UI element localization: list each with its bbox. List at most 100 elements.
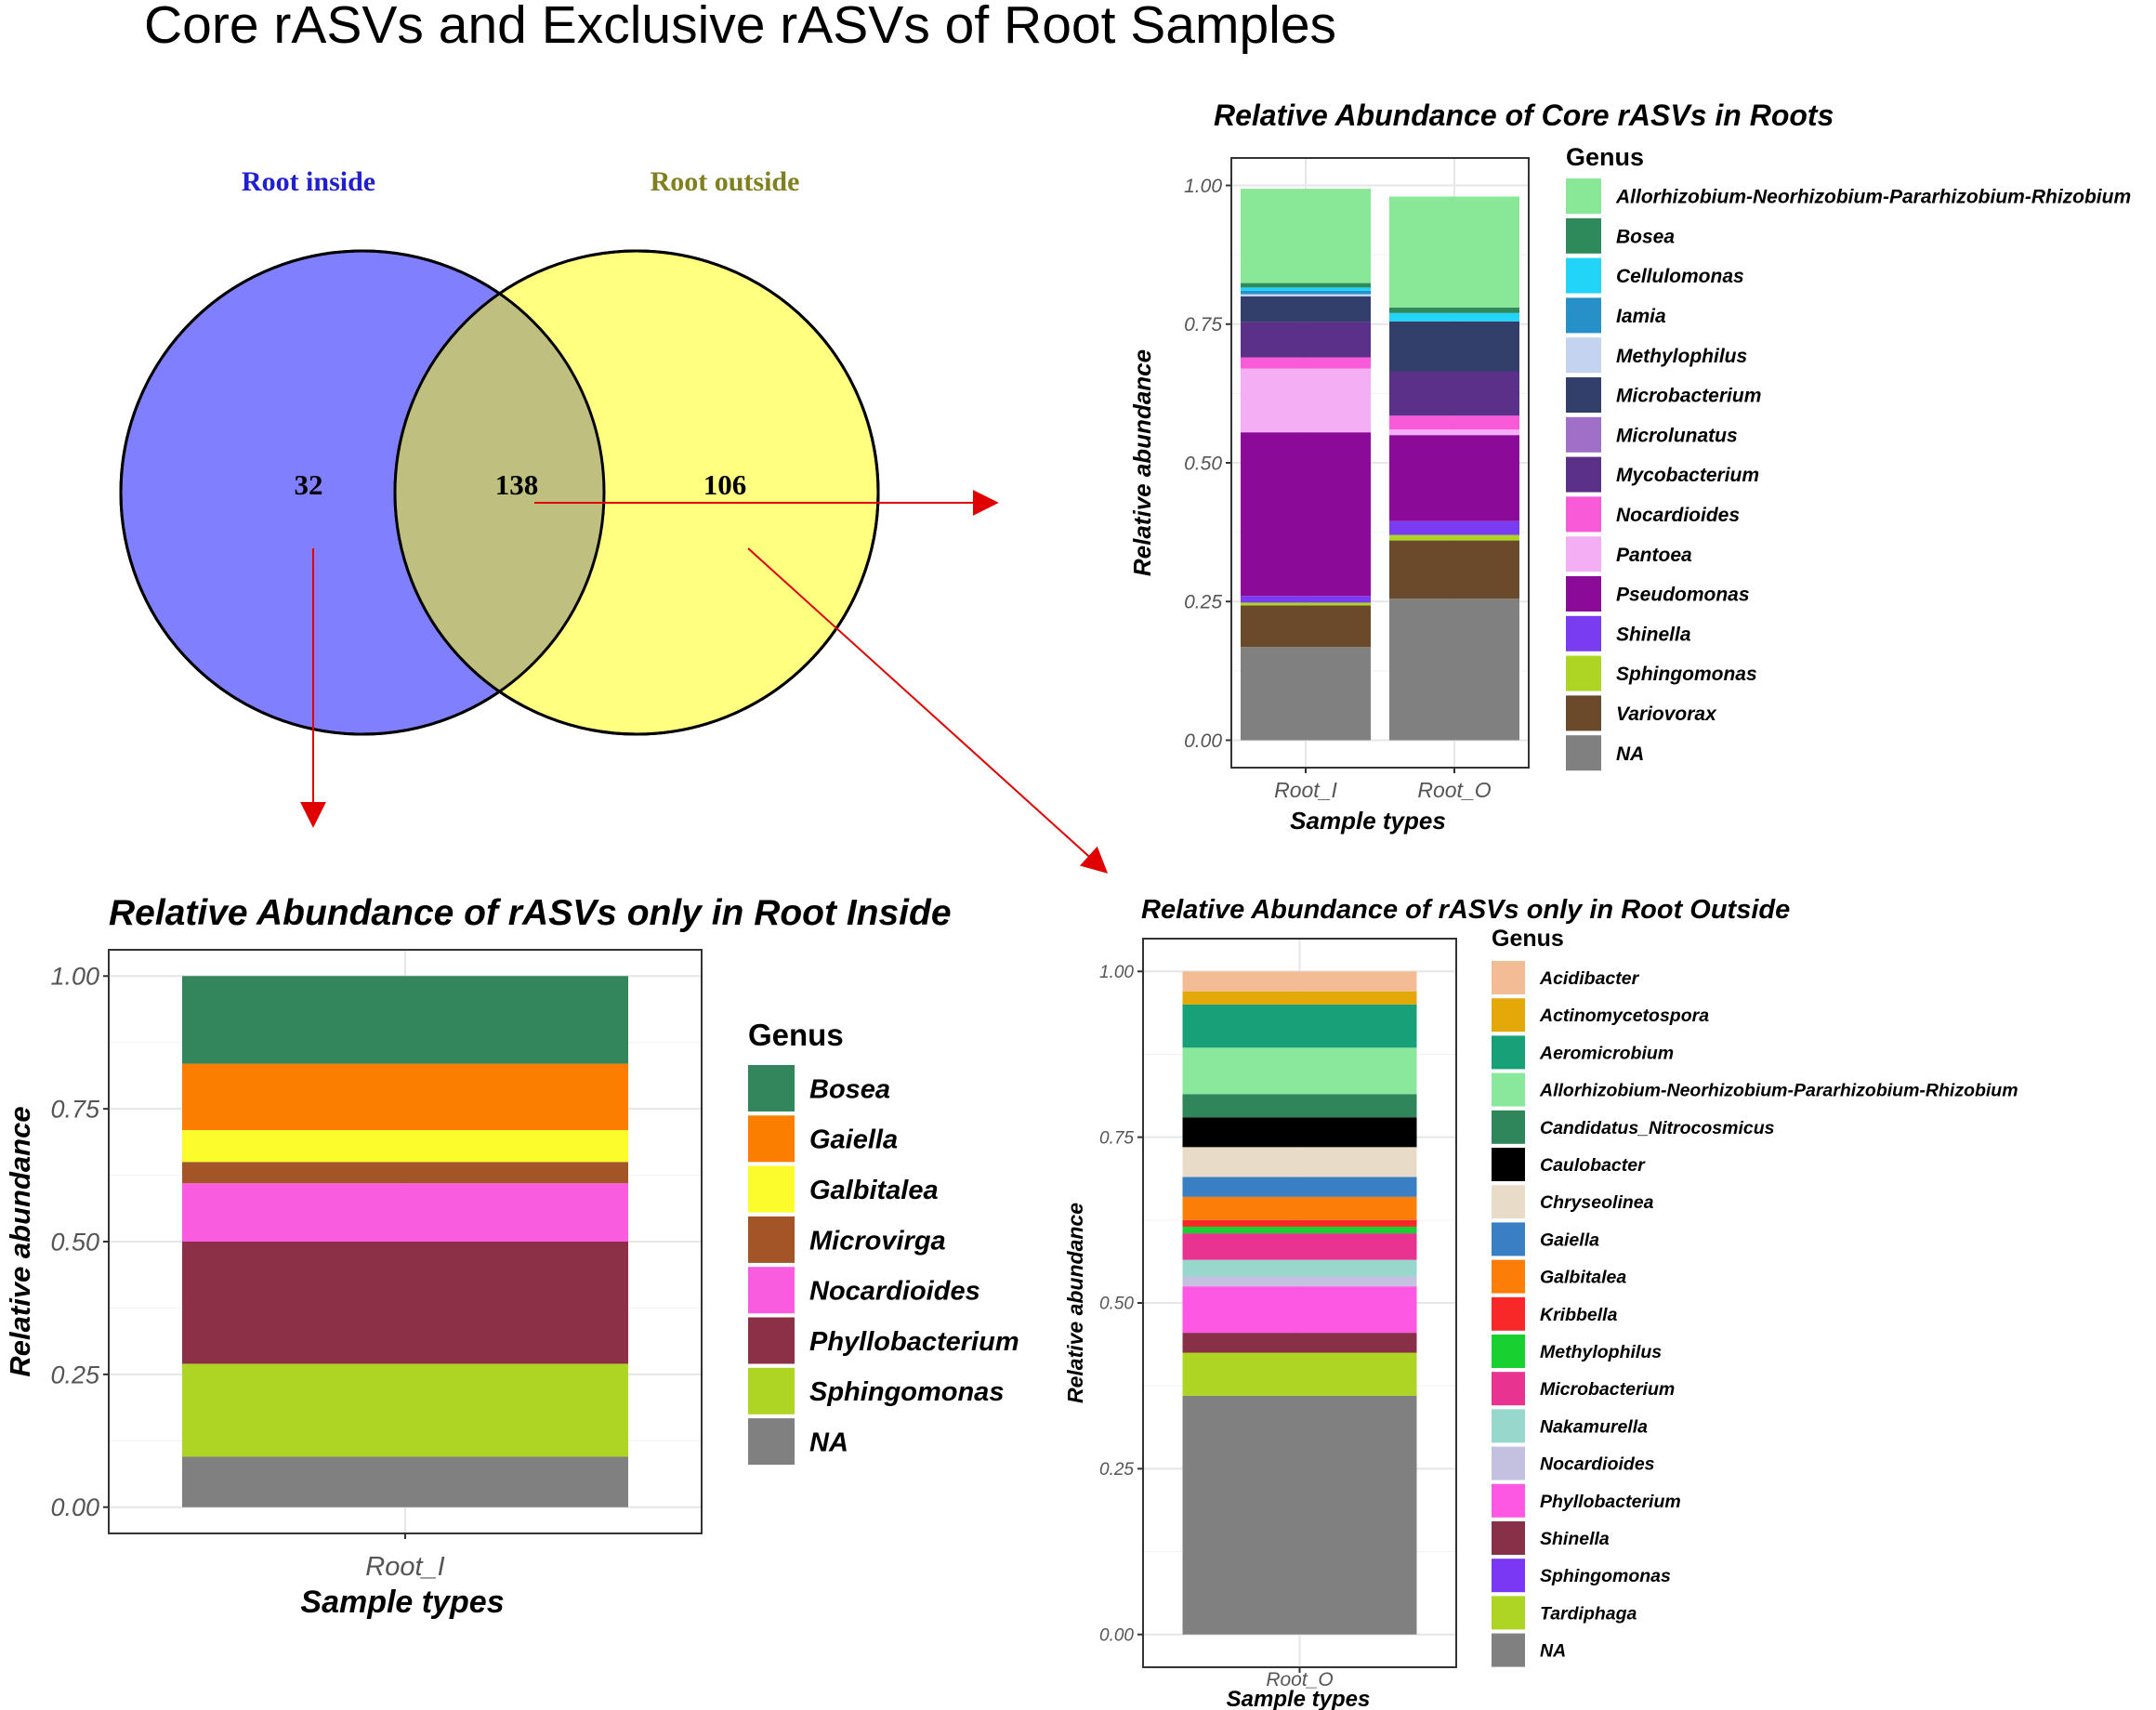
legend-label-candidatus-nitrocosmicus: Candidatus_Nitrocosmicus (1540, 1118, 1775, 1138)
legend-key-phyllobacterium (748, 1317, 795, 1364)
legend-label-sphingomonas: Sphingomonas (809, 1377, 1004, 1407)
legend-label-gaiella: Gaiella (1540, 1230, 1599, 1250)
bar-segment-root-o-bosea (1389, 307, 1519, 313)
venn-overlap (395, 251, 604, 734)
bar-segment-root-o-shinella (1389, 520, 1519, 535)
y-tick-label: 0.25 (50, 1361, 100, 1388)
legend-key-methylophilus (1492, 1335, 1525, 1368)
legend-label-cellulomonas: Cellulomonas (1616, 266, 1744, 287)
bar-segment-root-i-bosea (1241, 283, 1371, 288)
legend-label-bosea: Bosea (809, 1074, 890, 1104)
legend-label-mycobacterium: Mycobacterium (1616, 465, 1759, 486)
legend-key-variovorax (1566, 695, 1601, 731)
bar-segment-root-i-allorhizobium-neorhizobium-pararhizobium-rhizobium (1241, 189, 1371, 283)
legend-label-na: NA (1616, 743, 1644, 765)
bar-segment-root-o-sphingomonas (1389, 534, 1519, 541)
legend-key-sphingomonas (1566, 655, 1601, 691)
bar-segment-root-i-bosea (182, 976, 628, 1064)
bar-segment-root-i-na (1241, 647, 1371, 741)
bar-segment-root-o-tardiphaga (1182, 1352, 1417, 1396)
bar-segment-root-i-sphingomonas (182, 1363, 628, 1457)
bar-segment-root-i-methylophilus (1241, 294, 1371, 296)
legend-label-na: NA (1540, 1641, 1566, 1662)
x-tick-label: Root_I (1274, 778, 1337, 802)
x-tick-label: Root_I (365, 1552, 444, 1582)
x-axis-label: Sample types (1227, 1687, 1371, 1710)
bar-segment-root-o-mycobacterium (1389, 371, 1519, 416)
legend-label-galbitalea: Galbitalea (1540, 1268, 1626, 1288)
bar-segment-root-o-caulobacter (1182, 1117, 1417, 1148)
bar-segment-root-i-pantoea (1241, 368, 1371, 433)
bar-segment-root-o-na (1182, 1395, 1417, 1635)
legend-key-iamia (1566, 297, 1601, 334)
legend-key-methylophilus (1566, 337, 1601, 374)
legend-label-shinella: Shinella (1540, 1529, 1610, 1549)
legend-key-mycobacterium (1566, 456, 1601, 493)
legend-key-nocardioides (748, 1267, 795, 1314)
legend-label-gaiella: Gaiella (809, 1125, 898, 1155)
chart-root-inside: Relative Abundance of rASVs only in Root… (4, 893, 1019, 1620)
legend-label-microlunatus: Microlunatus (1616, 425, 1738, 446)
legend-key-pantoea (1566, 536, 1601, 572)
legend-label-microbacterium: Microbacterium (1616, 386, 1761, 407)
bar-segment-root-o-gaiella (1182, 1177, 1417, 1197)
x-axis-label: Sample types (1290, 807, 1446, 835)
x-tick-label: Root_O (1266, 1669, 1333, 1690)
legend-label-kribbella: Kribbella (1540, 1305, 1618, 1325)
bar-segment-root-o-microbacterium (1182, 1233, 1417, 1260)
y-axis-label: Relative abundance (1063, 1203, 1087, 1403)
venn-count-shared: 138 (495, 468, 539, 501)
y-tick-label: 0.00 (1184, 730, 1222, 752)
chart-core-rasvs: Relative Abundance of Core rASVs in Root… (1128, 99, 2131, 835)
bar-segment-root-o-microbacterium (1389, 321, 1519, 372)
venn-label-root-outside: Root outside (651, 166, 800, 197)
figure-title: Core rASVs and Exclusive rASVs of Root S… (144, 0, 1336, 55)
y-tick-label: 0.25 (1099, 1460, 1134, 1480)
legend-label-nocardioides: Nocardioides (1616, 505, 1740, 526)
bar-segment-root-o-pantoea (1389, 429, 1519, 436)
legend-key-nocardioides (1566, 496, 1601, 533)
legend-label-nocardioides: Nocardioides (809, 1277, 980, 1307)
bar-segment-root-i-na (182, 1456, 628, 1507)
x-tick-label: Root_O (1417, 778, 1491, 802)
legend-label-actinomycetospora: Actinomycetospora (1539, 1006, 1709, 1026)
chart-title: Relative Abundance of Core rASVs in Root… (1214, 99, 1834, 132)
legend-key-microlunatus (1566, 416, 1601, 453)
bar-segment-root-o-pseudomonas (1389, 435, 1519, 521)
chart-title: Relative Abundance of rASVs only in Root… (1141, 895, 1790, 925)
legend-key-na (748, 1418, 795, 1466)
legend-key-nocardioides (1492, 1446, 1525, 1480)
bar-segment-root-o-variovorax (1389, 540, 1519, 599)
legend-key-sphingomonas (1492, 1559, 1525, 1593)
legend-label-variovorax: Variovorax (1616, 704, 1717, 725)
bar-segment-root-o-phyllobacterium (1182, 1286, 1417, 1334)
legend-key-caulobacter (1492, 1148, 1525, 1181)
bar-segment-root-o-galbitalea (1182, 1196, 1417, 1220)
legend-label-acidibacter: Acidibacter (1539, 968, 1640, 989)
legend-key-pseudomonas (1566, 576, 1601, 612)
y-tick-label: 1.00 (1099, 963, 1134, 982)
legend-label-microbacterium: Microbacterium (1540, 1379, 1675, 1400)
legend-key-galbitalea (1492, 1259, 1525, 1294)
legend-key-phyllobacterium (1492, 1483, 1525, 1518)
legend-label-methylophilus: Methylophilus (1540, 1342, 1662, 1362)
bar-segment-root-o-aeromicrobium (1182, 1004, 1417, 1048)
legend-label-allorhizobium-neorhizobium-pararhizobium-rhizobium: Allorhizobium-Neorhizobium-Pararhizobium… (1539, 1081, 2018, 1101)
legend-key-kribbella (1492, 1296, 1525, 1331)
bar-segment-root-i-nocardioides (1241, 357, 1371, 369)
legend-label-aeromicrobium: Aeromicrobium (1539, 1043, 1674, 1063)
bar-segment-root-i-pseudomonas (1241, 432, 1371, 597)
legend-label-na: NA (809, 1428, 848, 1458)
chart-title: Relative Abundance of rASVs only in Root… (109, 893, 952, 933)
legend-label-phyllobacterium: Phyllobacterium (809, 1327, 1019, 1357)
bar-segment-root-o-methylophilus (1182, 1226, 1417, 1234)
bar-segment-root-o-shinella (1182, 1333, 1417, 1353)
legend-key-allorhizobium-neorhizobium-pararhizobium-rhizobium (1566, 178, 1601, 214)
legend-key-bosea (1566, 217, 1601, 254)
legend-key-bosea (748, 1065, 795, 1112)
bar-segment-root-i-cellulomonas (1241, 287, 1371, 291)
bar-segment-root-o-nocardioides (1182, 1276, 1417, 1287)
x-axis-label: Sample types (300, 1585, 504, 1620)
legend-label-sphingomonas: Sphingomonas (1540, 1566, 1671, 1586)
